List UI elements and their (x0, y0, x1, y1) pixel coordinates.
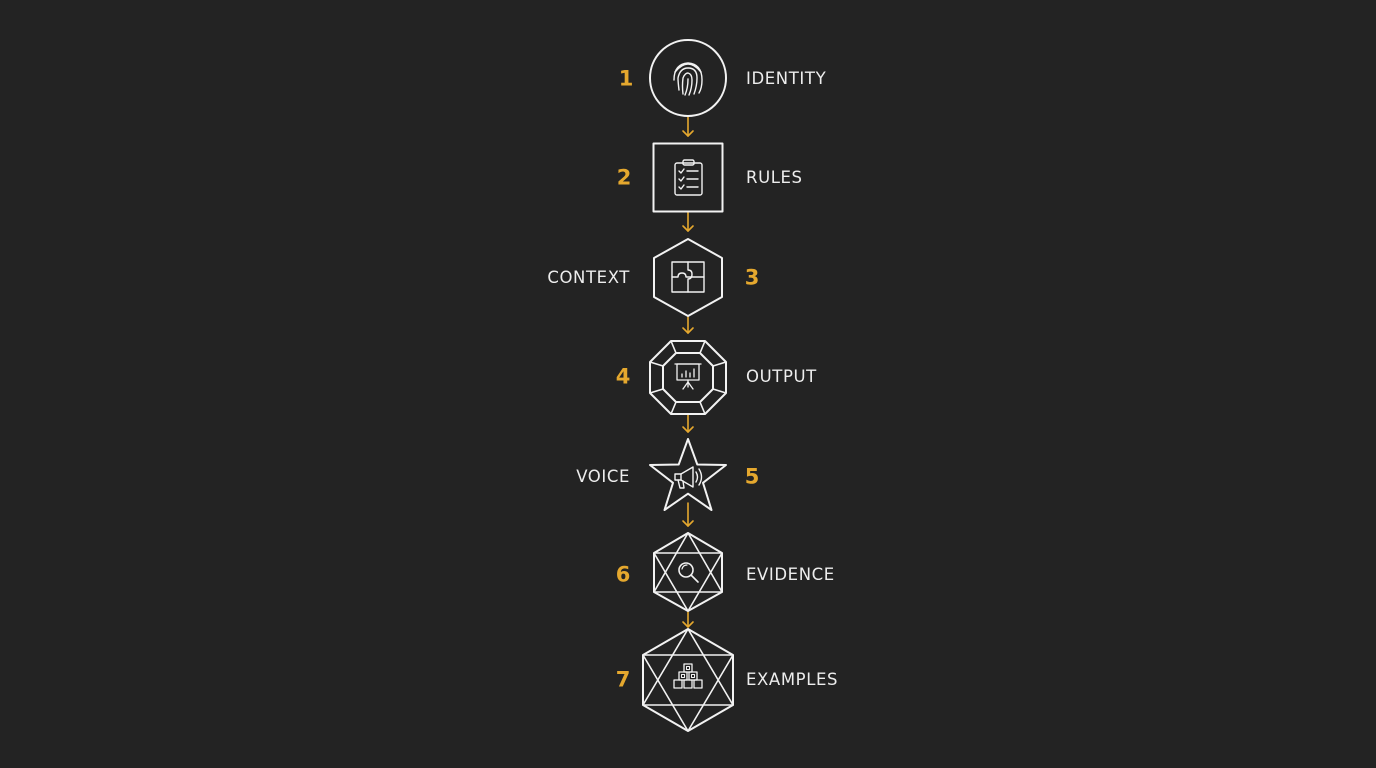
triangle-down-shape (653, 552, 723, 612)
triangle-up-shape (653, 532, 723, 593)
step-2-label: RULES (746, 167, 803, 187)
step-1-label: IDENTITY (746, 68, 827, 88)
arrow-3-4 (682, 316, 694, 334)
step-6-label: EVIDENCE (746, 564, 835, 584)
step-1-node (649, 39, 727, 117)
octagon-outer-shape (649, 340, 727, 415)
step-4-node (649, 340, 727, 415)
hexagon-shape (653, 532, 723, 612)
step-1-number: 1 (618, 66, 634, 91)
arrow-6-7 (682, 611, 694, 628)
triangle-down-shape (642, 654, 734, 732)
puzzle-icon (671, 261, 705, 293)
connector-arrows (682, 116, 694, 628)
step-4-label: OUTPUT (746, 366, 817, 386)
step-2-number: 2 (616, 165, 632, 190)
arrow-2-3 (682, 211, 694, 232)
square-shape (652, 142, 724, 213)
arrow-1-2 (682, 116, 694, 137)
magnifier-icon (678, 562, 699, 583)
blocks-icon (673, 663, 703, 689)
clipboard-checklist-icon (674, 159, 703, 196)
step-6-number: 6 (615, 562, 631, 587)
step-7-node (642, 628, 734, 732)
step-6-node (653, 532, 723, 612)
step-7-label: EXAMPLES (746, 669, 839, 689)
star-shape (649, 438, 727, 511)
step-2-node (652, 142, 724, 213)
step-3-number: 3 (744, 265, 760, 290)
octagon-inner-shape (662, 352, 714, 403)
facet-lines (649, 340, 727, 415)
step-7-number: 7 (615, 667, 631, 692)
triangle-up-shape (642, 628, 734, 706)
step-3-node (653, 238, 723, 317)
hexagon-shape (653, 238, 723, 317)
step-5-label: VOICE (576, 466, 630, 486)
step-3-label: CONTEXT (547, 267, 630, 287)
arrow-5-6 (682, 502, 694, 527)
step-5-number: 5 (744, 464, 760, 489)
step-5-node (649, 438, 727, 511)
megaphone-icon (674, 466, 703, 489)
circle-shape (649, 39, 727, 117)
step-4-number: 4 (615, 364, 631, 389)
presentation-chart-icon (674, 363, 702, 390)
arrow-4-5 (682, 414, 694, 433)
fingerprint-icon (673, 62, 703, 96)
